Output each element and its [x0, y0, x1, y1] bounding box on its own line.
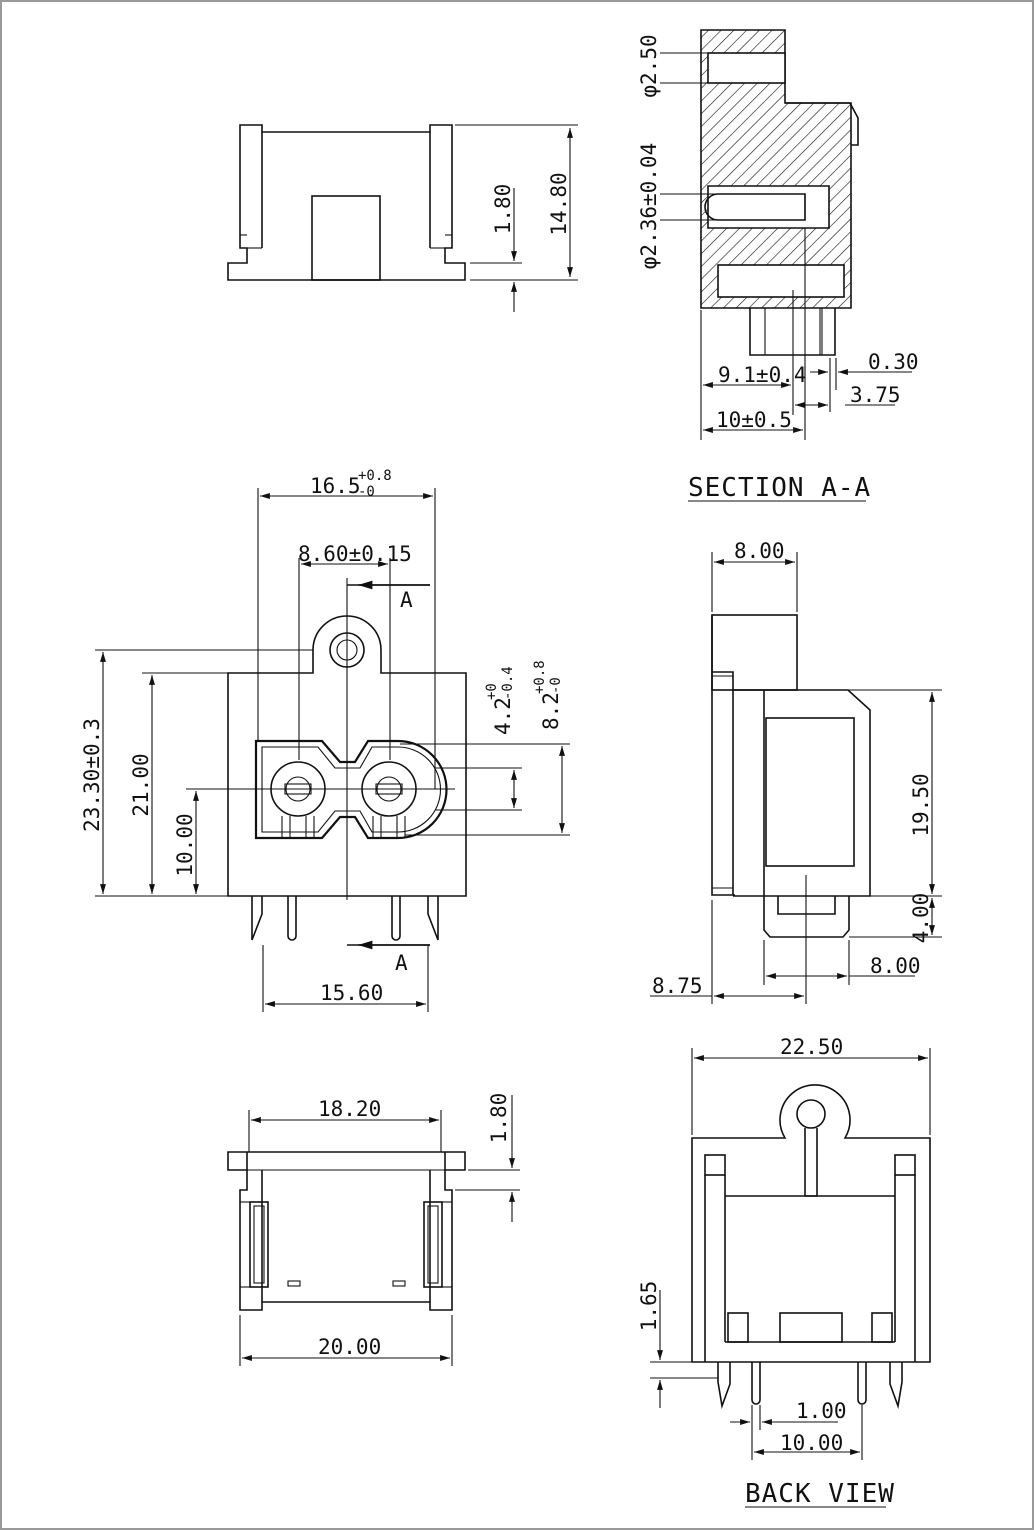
dim-10-00-left: 10.00 — [173, 813, 197, 876]
dim-1-80-top: 1.80 — [491, 184, 515, 235]
dim-1-00: 1.00 — [796, 1399, 847, 1423]
dim-8-75: 8.75 — [652, 974, 703, 998]
dim-8-60: 8.60±0.15 — [298, 542, 412, 566]
dim-10-00-bottom: 10.00 — [780, 1431, 843, 1455]
dim-22-50: 22.50 — [780, 1035, 843, 1059]
dim-18-20: 18.20 — [318, 1097, 381, 1121]
dim-4-00: 4.00 — [909, 893, 933, 944]
dim-20-00: 20.00 — [318, 1335, 381, 1359]
section-mark-a-bottom: A — [395, 951, 408, 975]
dim-15-60: 15.60 — [320, 981, 383, 1005]
dim-8-2-tol-up: +0.8 — [532, 660, 548, 694]
dim-21-00: 21.00 — [129, 753, 153, 816]
section-a-a-view — [660, 29, 912, 440]
dim-10-0-5: 10±0.5 — [716, 408, 792, 432]
back-view-title: BACK VIEW — [745, 1479, 895, 1509]
dim-8-2: 8.2 — [539, 692, 563, 730]
dim-8-2-tol-dn: -0 — [548, 677, 564, 694]
dim-1-65: 1.65 — [637, 1281, 661, 1332]
front-view — [95, 488, 570, 1012]
top-view — [227, 124, 578, 312]
dim-phi-2-50: φ2.50 — [637, 34, 661, 97]
dim-0-30: 0.30 — [868, 350, 919, 374]
dim-phi-2-36: φ2.36±0.04 — [637, 143, 661, 269]
dim-16-5-tol-up: +0.8 — [358, 468, 392, 484]
dim-4-2-tol-up: +0 — [484, 683, 500, 700]
side-view — [650, 552, 942, 1004]
dim-3-75: 3.75 — [850, 383, 901, 407]
dim-8-00-mid: 8.00 — [870, 954, 921, 978]
dim-4-2: 4.2 — [491, 697, 515, 735]
section-a-a-title: SECTION A-A — [688, 473, 871, 503]
dim-14-80: 14.80 — [547, 172, 571, 235]
back-view — [650, 1048, 931, 1460]
dim-16-5: 16.5 — [310, 474, 361, 498]
section-mark-a-top: A — [400, 588, 413, 612]
dim-19-50: 19.50 — [909, 773, 933, 836]
dim-16-5-tol-dn: -0 — [358, 484, 375, 500]
dim-1-80-bottom: 1.80 — [487, 1093, 511, 1144]
dim-8-00-top: 8.00 — [734, 539, 785, 563]
dim-4-2-tol-dn: -0.4 — [500, 666, 516, 700]
bottom-view — [227, 1095, 520, 1366]
dim-9-1: 9.1±0.4 — [718, 363, 807, 387]
dim-23-30: 23.30±0.3 — [80, 718, 104, 832]
